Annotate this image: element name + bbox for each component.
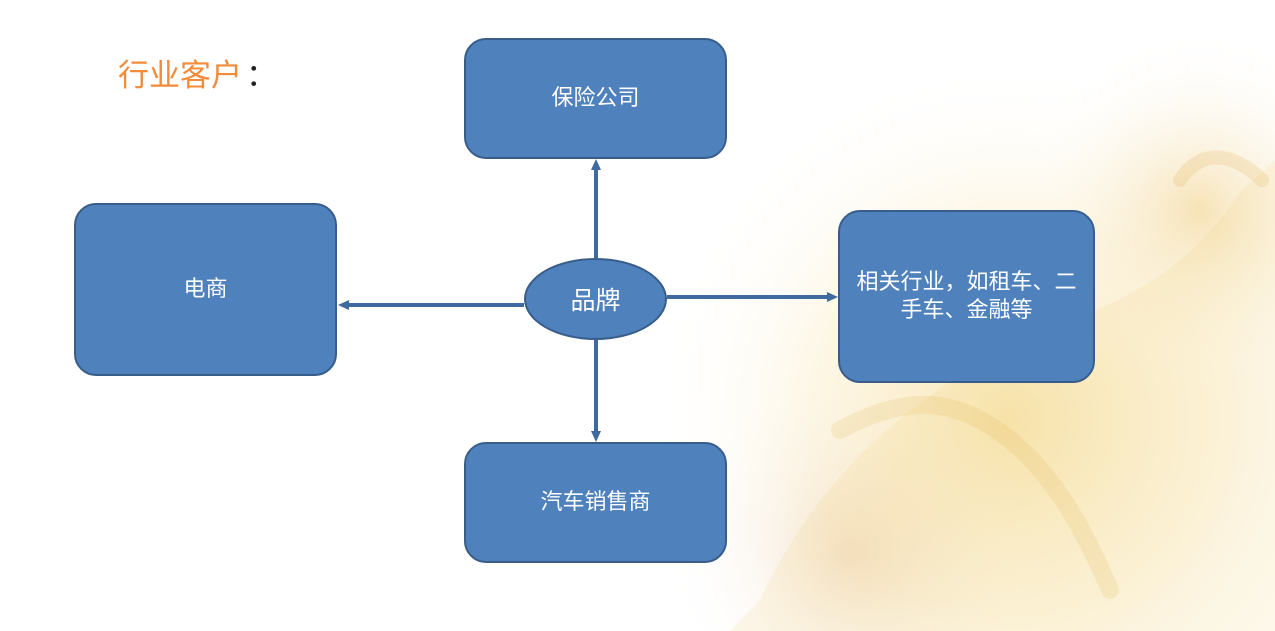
arrowhead-ecommerce-icon bbox=[338, 300, 349, 310]
section-title-text: 行业客户 bbox=[118, 58, 242, 94]
ecommerce-node-label: 电商 bbox=[183, 276, 228, 302]
insurance-node: 保险公司 bbox=[464, 38, 727, 159]
related-industries-node-label: 相关行业，如租车、二手车、金融等 bbox=[856, 269, 1077, 323]
dealer-node-label: 汽车销售商 bbox=[540, 489, 651, 515]
connector-to-ecommerce bbox=[338, 300, 524, 310]
arrowhead-insurance-icon bbox=[591, 159, 601, 170]
related-industries-node: 相关行业，如租车、二手车、金融等 bbox=[838, 210, 1095, 383]
insurance-node-label: 保险公司 bbox=[551, 85, 640, 111]
section-title-colon: ： bbox=[246, 58, 277, 94]
ecommerce-node: 电商 bbox=[74, 203, 337, 376]
connector-to-insurance bbox=[591, 159, 601, 258]
brand-center-node: 品牌 bbox=[524, 258, 667, 340]
arrowhead-dealer-icon bbox=[591, 431, 601, 442]
arrowhead-related-icon bbox=[827, 292, 838, 302]
connector-to-related bbox=[667, 292, 838, 302]
brand-center-label: 品牌 bbox=[570, 286, 621, 315]
section-title: 行业客户： bbox=[118, 56, 277, 96]
connector-to-dealer bbox=[591, 340, 601, 442]
dealer-node: 汽车销售商 bbox=[464, 442, 727, 563]
